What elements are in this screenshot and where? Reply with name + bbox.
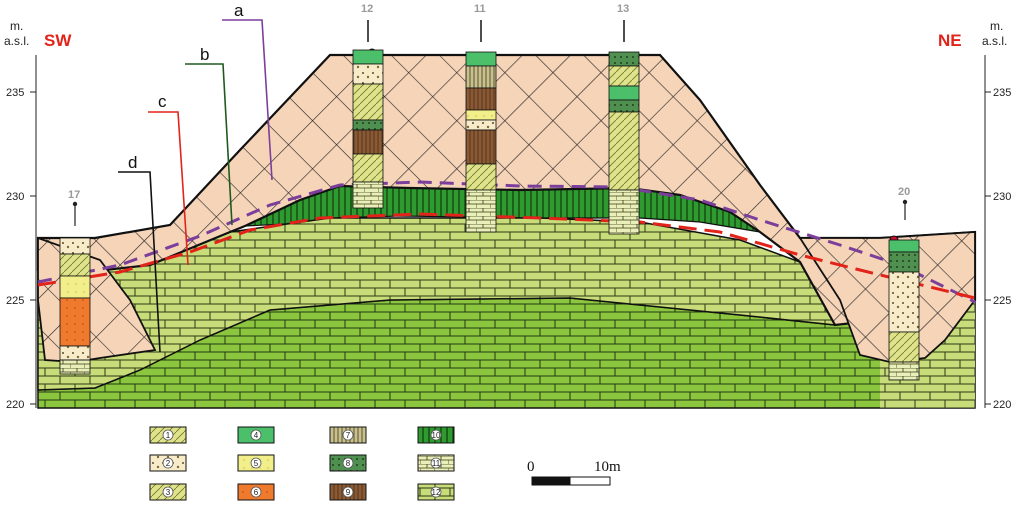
left-tick-235: 235	[6, 87, 24, 99]
left-axis-unit-asl: a.s.l.	[4, 34, 29, 48]
scale-segment-white	[569, 476, 611, 486]
left-tick-220: 220	[6, 399, 24, 411]
borehole-label-12: 12	[361, 3, 373, 15]
label-leaders: a b c d	[118, 1, 273, 353]
legend-number-6: 6	[254, 488, 259, 497]
borehole-label-17: 17	[68, 189, 80, 201]
legend-number-5: 5	[254, 459, 259, 468]
right-tick-225: 225	[993, 295, 1011, 307]
right-axis-unit-m: m.	[990, 19, 1003, 33]
surface-label-a: a	[234, 1, 244, 20]
borehole-12: 12	[352, 3, 384, 209]
legend-number-12: 12	[432, 488, 441, 497]
left-tick-225: 225	[6, 295, 24, 307]
legend-number-1: 1	[166, 431, 171, 440]
right-elevation-axis: NE m. a.s.l. 235 230 225 220	[938, 19, 1011, 411]
right-tick-235: 235	[993, 87, 1011, 99]
left-axis-unit-m: m.	[10, 19, 23, 33]
legend-number-2: 2	[166, 459, 171, 468]
legend-number-11: 11	[432, 459, 441, 468]
borehole-label-11: 11	[474, 3, 486, 15]
legend-number-9: 9	[346, 488, 351, 497]
scale-label-end: 10m	[594, 459, 621, 475]
surface-label-b: b	[200, 45, 209, 64]
scale-label-start: 0	[527, 459, 535, 475]
legend-number-3: 3	[166, 488, 171, 497]
leader-a	[222, 19, 273, 181]
left-elevation-axis: m. a.s.l. SW 235 230 225 220	[4, 19, 72, 411]
borehole-13: 13	[608, 3, 640, 235]
legend-number-8: 8	[346, 459, 351, 468]
side-label-ne: NE	[938, 31, 962, 50]
layer-fill-crosshatch	[36, 53, 977, 327]
legend-number-7: 7	[346, 431, 351, 440]
legend-number-4: 4	[254, 431, 259, 440]
surface-label-d: d	[128, 153, 137, 172]
right-axis-unit-asl: a.s.l.	[982, 34, 1007, 48]
leader-b	[185, 63, 233, 226]
leader-c	[148, 111, 189, 266]
right-tick-220: 220	[993, 399, 1011, 411]
borehole-17: 17	[59, 189, 91, 375]
left-tick-230: 230	[6, 191, 24, 203]
borehole-20: 20	[888, 186, 920, 381]
side-label-sw: SW	[44, 31, 72, 50]
scale-segment-black	[531, 476, 571, 486]
leader-d	[118, 171, 161, 353]
borehole-label-13: 13	[617, 3, 629, 15]
borehole-label-20: 20	[898, 186, 910, 198]
legend: 1 2 3 4 5 6 7 8 9 10 11 12	[149, 426, 455, 501]
surface-line-a	[37, 180, 976, 304]
right-tick-230: 230	[993, 191, 1011, 203]
borehole-11: 11	[465, 3, 497, 233]
legend-number-10: 10	[432, 431, 441, 440]
scale-bar: 0 10m	[527, 459, 621, 486]
surface-label-c: c	[158, 92, 167, 111]
